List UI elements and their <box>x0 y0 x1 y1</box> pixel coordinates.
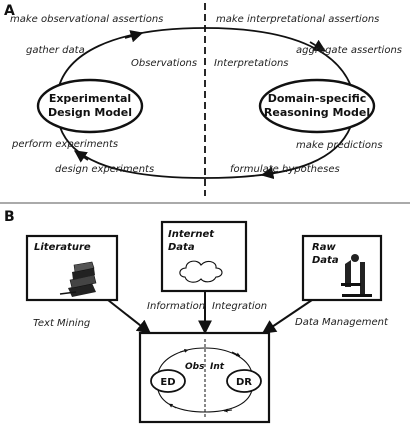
panel-b-label: B <box>4 209 15 225</box>
mini-ed-label: ED <box>160 377 175 388</box>
mini-arc-bottom <box>157 389 253 413</box>
raw-label-line1: Raw <box>312 242 336 253</box>
mini-ed-node <box>150 369 186 393</box>
microscope-icon <box>341 254 372 297</box>
label-formulate-hypotheses: formulate hypotheses <box>230 164 340 175</box>
label-gather-data: gather data <box>26 45 85 56</box>
panel-a-label: A <box>4 3 15 19</box>
arrow-top-right <box>309 39 327 52</box>
mini-arrow-2 <box>231 351 241 357</box>
raw-label-line2: Data <box>312 255 339 266</box>
arrow-literature-to-model <box>107 299 152 334</box>
label-make-interpretational-assertions: make interpretational assertions <box>216 14 379 25</box>
mini-dr-label: DR <box>236 377 252 388</box>
mini-arrow-1 <box>179 348 189 353</box>
label-make-predictions: make predictions <box>296 140 383 151</box>
experimental-design-model-node <box>36 78 144 134</box>
mini-dr-node <box>226 369 262 393</box>
label-information: Information <box>147 301 205 312</box>
arrow-bottom-right <box>260 166 279 180</box>
label-make-observational-assertions: make observational assertions <box>10 14 163 25</box>
dr-label-line2: Reasoning Model <box>264 106 370 119</box>
label-text-mining: Text Mining <box>33 318 90 329</box>
books-icon <box>59 261 97 297</box>
domain-reasoning-model-node <box>258 78 376 134</box>
cloud-icon <box>179 260 223 283</box>
label-observations: Observations <box>131 58 197 69</box>
dr-label-line1: Domain-specific <box>268 92 367 105</box>
mini-arrow-4 <box>168 403 177 409</box>
label-aggregate-assertions: aggregate assertions <box>296 45 402 56</box>
mini-arrow-3 <box>223 408 233 413</box>
arc-top-left <box>57 27 206 91</box>
internet-label-line1: Internet <box>168 229 215 240</box>
label-integration: Integration <box>212 301 267 312</box>
mini-arc-top <box>157 347 253 374</box>
label-data-management: Data Management <box>295 317 389 328</box>
literature-label: Literature <box>34 242 91 253</box>
arc-bottom-right <box>204 119 354 179</box>
mini-int-label: Int <box>210 362 225 372</box>
arrow-raw-to-model <box>261 299 313 334</box>
arc-bottom-left <box>57 119 206 179</box>
label-interpretations: Interpretations <box>214 58 289 69</box>
arrow-top-left <box>124 30 144 43</box>
ed-label-line1: Experimental <box>49 92 131 105</box>
label-design-experiments: design experiments <box>55 164 154 175</box>
mini-obs-label: Obs <box>185 362 205 372</box>
raw-data-box <box>301 234 383 302</box>
label-perform-experiments: perform experiments <box>11 139 118 150</box>
internet-label-line2: Data <box>168 242 195 253</box>
ed-label-line2: Design Model <box>48 106 132 119</box>
arrow-bottom-left <box>73 150 89 163</box>
arc-top-right <box>204 27 354 93</box>
